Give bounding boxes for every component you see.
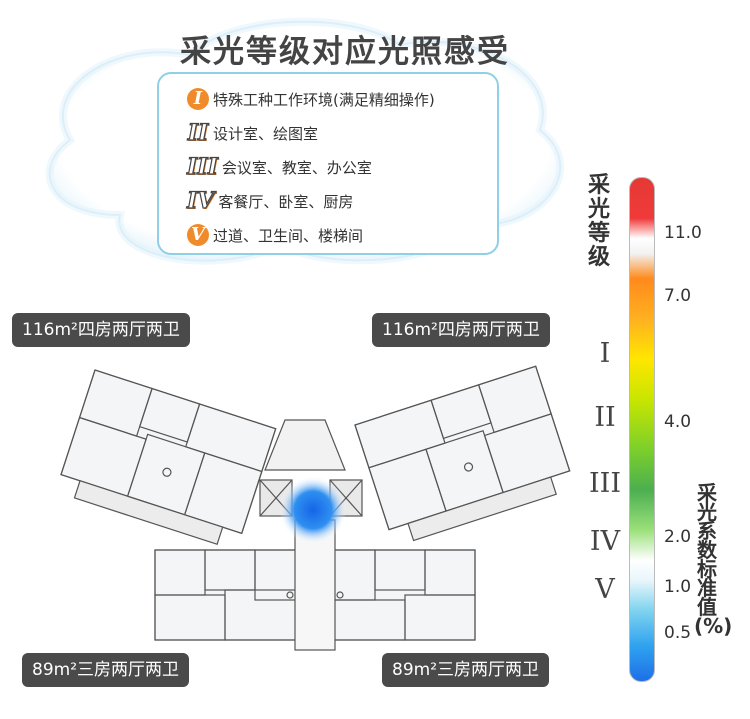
- legend-item-label: 设计室、绘图室: [213, 124, 319, 143]
- unit-tag-top-left: 116m²四房两厅两卫: [12, 313, 190, 347]
- legend-box: I 特殊工种工作环境(满足精细操作) II 设计室、绘图室 III 会议室、教室…: [157, 72, 499, 255]
- value-axis-label: 采光系数标准值(%): [694, 481, 733, 638]
- level-1-badge: I: [187, 88, 209, 110]
- level-3-badge: III: [186, 154, 218, 180]
- level-5-badge: V: [187, 224, 209, 246]
- level-4-badge: IV: [186, 188, 215, 214]
- level-axis-label: 采光等级: [587, 173, 610, 270]
- scale-tick: 0.5: [664, 623, 692, 643]
- level-mark: II: [594, 402, 616, 433]
- level-mark: V: [595, 574, 615, 605]
- legend-item-label: 会议室、教室、办公室: [221, 158, 372, 177]
- level-2-badge: II: [187, 120, 209, 146]
- legend-item-label: 特殊工种工作环境(满足精细操作): [213, 90, 435, 109]
- legend-item-2: II 设计室、绘图室: [187, 120, 318, 146]
- level-mark: I: [599, 338, 611, 369]
- level-mark: III: [589, 468, 621, 499]
- page-title: 采光等级对应光照感受: [180, 34, 510, 70]
- daylight-hotspot: [279, 476, 347, 544]
- legend-item-4: IV 客餐厅、卧室、厨房: [186, 188, 354, 214]
- unit-tag-bottom-right: 89m²三房两厅两卫: [382, 653, 550, 687]
- floor-plan: [60, 365, 571, 651]
- scale-tick: 4.0: [664, 412, 692, 432]
- scale-tick: 11.0: [664, 223, 702, 243]
- legend-item-label: 客餐厅、卧室、厨房: [218, 192, 354, 211]
- scale-tick: 2.0: [664, 527, 692, 547]
- unit-tag-bottom-left: 89m²三房两厅两卫: [22, 653, 190, 687]
- level-mark: IV: [589, 526, 621, 557]
- legend-item-3: III 会议室、教室、办公室: [186, 154, 372, 180]
- legend-item-label: 过道、卫生间、楼梯间: [213, 226, 364, 245]
- daylight-scale-bar: [629, 177, 655, 682]
- scale-tick: 1.0: [664, 577, 692, 597]
- scale-tick: 7.0: [664, 286, 692, 306]
- legend-item-1: I 特殊工种工作环境(满足精细操作): [187, 86, 435, 112]
- legend-item-5: V 过道、卫生间、楼梯间: [187, 222, 363, 248]
- unit-tag-top-right: 116m²四房两厅两卫: [372, 313, 550, 347]
